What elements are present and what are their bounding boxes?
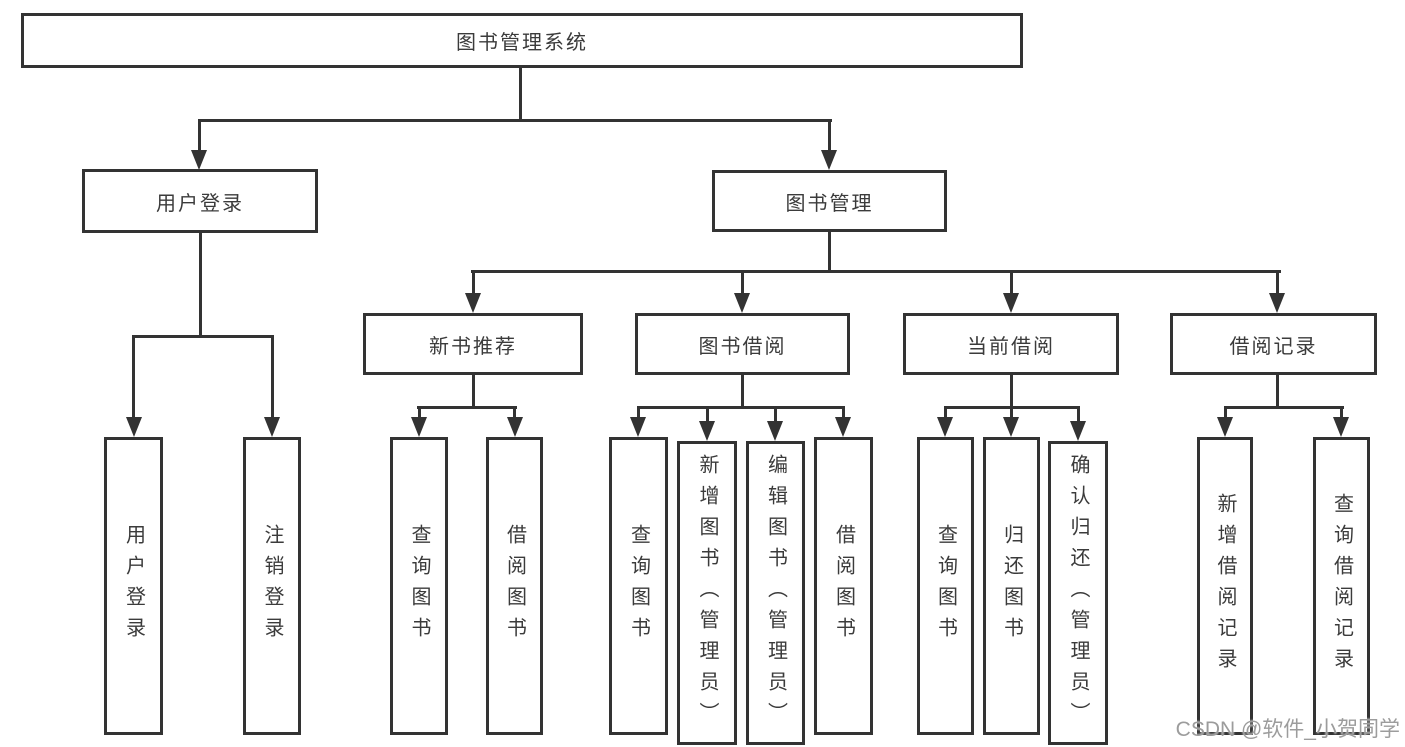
arrowhead-down-icon <box>767 421 783 441</box>
arrowhead-down-icon <box>126 417 142 437</box>
connector <box>1010 406 1013 420</box>
node-label: 图书管理 <box>785 192 874 215</box>
connector <box>198 119 201 155</box>
connector <box>842 406 845 420</box>
connector <box>472 375 475 409</box>
arrowhead-down-icon <box>821 150 837 170</box>
connector <box>741 375 744 409</box>
watermark: CSDN @软件_小贺同学 <box>1175 718 1400 741</box>
node-label: 借阅记录 <box>1229 335 1318 358</box>
connector <box>828 119 831 155</box>
leaf-confirm-return-admin: 确认归还（管理员） <box>1048 441 1108 745</box>
connector <box>132 335 135 421</box>
connector <box>828 232 831 273</box>
connector <box>706 406 709 424</box>
connector <box>471 270 1281 273</box>
connector <box>519 66 522 121</box>
connector <box>513 406 516 420</box>
connector <box>774 406 777 424</box>
node-new-book-recommendation: 新书推荐 <box>363 313 583 375</box>
arrowhead-down-icon <box>937 417 953 437</box>
connector <box>199 233 202 338</box>
connector <box>198 119 832 122</box>
connector <box>944 406 947 420</box>
node-borrowing-records: 借阅记录 <box>1170 313 1377 375</box>
leaf-label: 查询借阅记录 <box>1330 493 1353 679</box>
leaf-label: 查询图书 <box>408 524 430 648</box>
connector <box>1340 406 1343 420</box>
node-book-borrowing: 图书借阅 <box>635 313 850 375</box>
arrowhead-down-icon <box>264 417 280 437</box>
connector <box>1010 270 1013 296</box>
leaf-label: 归还图书 <box>1000 524 1023 648</box>
node-label: 新书推荐 <box>429 335 517 358</box>
arrowhead-down-icon <box>507 417 523 437</box>
connector <box>1224 406 1227 420</box>
connector <box>1077 406 1080 424</box>
arrowhead-down-icon <box>734 293 750 313</box>
connector <box>1276 375 1279 409</box>
leaf-label: 查询图书 <box>627 524 650 648</box>
leaf-query-books-borrow: 查询图书 <box>609 437 668 735</box>
connector <box>637 406 640 420</box>
connector <box>637 406 845 409</box>
arrowhead-down-icon <box>1269 293 1285 313</box>
connector <box>1224 406 1344 409</box>
leaf-label: 借阅图书 <box>503 524 526 648</box>
leaf-label: 借阅图书 <box>832 524 855 648</box>
node-label: 图书借阅 <box>698 335 787 358</box>
leaf-label: 查询图书 <box>934 524 957 648</box>
connector <box>271 335 274 421</box>
leaf-return-books: 归还图书 <box>983 437 1040 735</box>
leaf-add-book-admin: 新增图书（管理员） <box>677 441 737 745</box>
node-book-management: 图书管理 <box>712 170 947 232</box>
connector <box>1276 270 1279 296</box>
leaf-borrow-books-borrow: 借阅图书 <box>814 437 873 735</box>
leaf-query-borrow-record: 查询借阅记录 <box>1313 437 1370 735</box>
leaf-borrow-books-recommend: 借阅图书 <box>486 437 543 735</box>
connector <box>741 270 744 296</box>
arrowhead-down-icon <box>1003 293 1019 313</box>
connector <box>132 335 274 338</box>
leaf-query-books-current: 查询图书 <box>917 437 974 735</box>
node-user-login: 用户登录 <box>82 169 318 233</box>
leaf-logout: 注销登录 <box>243 437 301 735</box>
arrowhead-down-icon <box>191 150 207 170</box>
arrowhead-down-icon <box>1217 417 1233 437</box>
arrowhead-down-icon <box>465 293 481 313</box>
connector <box>418 406 421 420</box>
connector <box>1010 375 1013 409</box>
leaf-label: 确认归还（管理员） <box>1067 453 1089 733</box>
node-current-borrowing: 当前借阅 <box>903 313 1119 375</box>
node-label: 图书管理系统 <box>456 32 588 54</box>
leaf-label: 新增借阅记录 <box>1214 493 1236 679</box>
leaf-user-login: 用户登录 <box>104 437 163 735</box>
leaf-query-books-recommend: 查询图书 <box>390 437 448 735</box>
arrowhead-down-icon <box>835 417 851 437</box>
arrowhead-down-icon <box>411 417 427 437</box>
node-library-management-system: 图书管理系统 <box>21 13 1023 68</box>
leaf-label: 注销登录 <box>261 524 283 648</box>
leaf-edit-book-admin: 编辑图书（管理员） <box>746 441 805 745</box>
arrowhead-down-icon <box>630 417 646 437</box>
arrowhead-down-icon <box>1070 421 1086 441</box>
node-label: 用户登录 <box>156 192 244 215</box>
connector <box>472 270 475 296</box>
leaf-label: 用户登录 <box>122 524 145 648</box>
arrowhead-down-icon <box>1003 417 1019 437</box>
leaf-add-borrow-record: 新增借阅记录 <box>1197 437 1253 735</box>
leaf-label: 编辑图书（管理员） <box>764 453 787 733</box>
connector <box>417 406 517 409</box>
arrowhead-down-icon <box>699 421 715 441</box>
arrowhead-down-icon <box>1333 417 1349 437</box>
node-label: 当前借阅 <box>967 335 1055 358</box>
leaf-label: 新增图书（管理员） <box>696 453 718 733</box>
